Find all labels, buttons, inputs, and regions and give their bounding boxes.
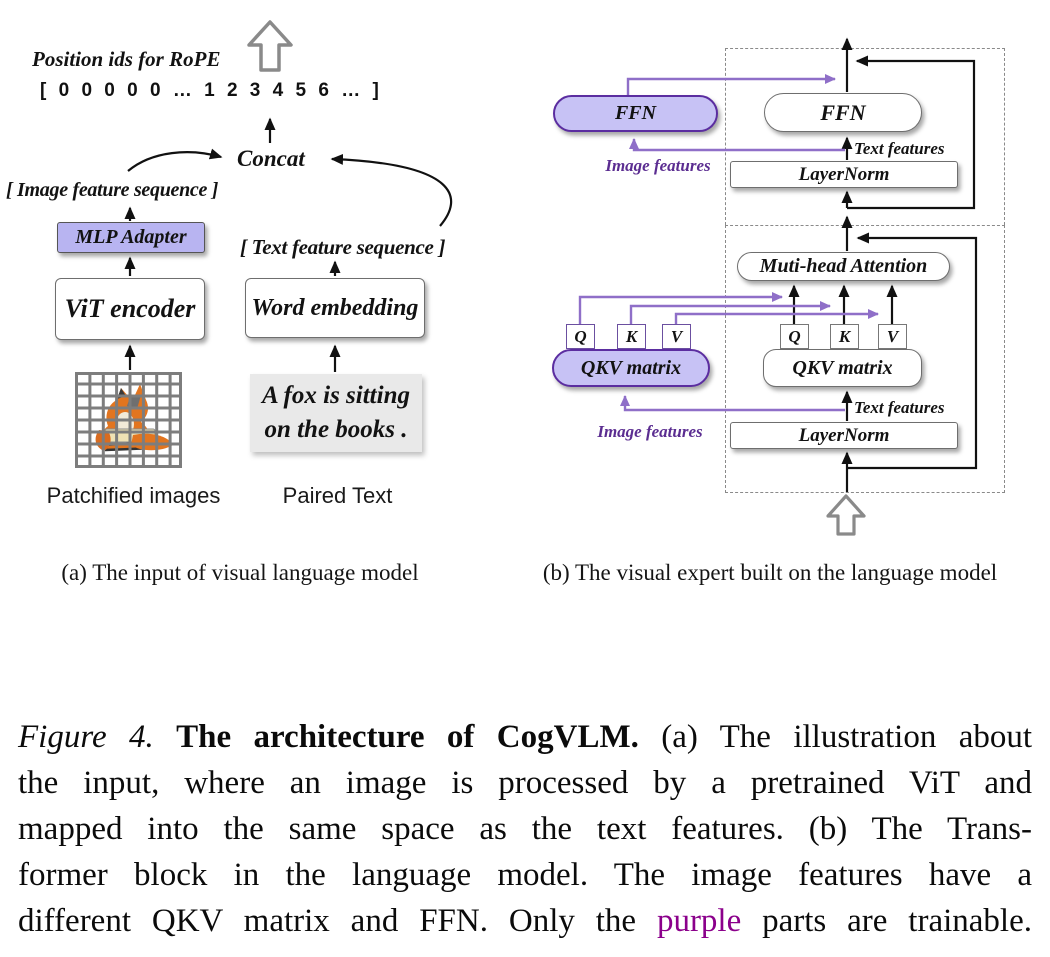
block-arrow-up-icon xyxy=(247,20,293,72)
figure-caption-segment: former block in the language model. The … xyxy=(18,857,1032,893)
k-box-image: K xyxy=(617,324,646,349)
image-feature-sequence-label: [ Image feature sequence ] xyxy=(6,179,219,201)
v-box-text: V xyxy=(878,324,907,349)
qkv-matrix-text-box: QKV matrix xyxy=(763,349,922,387)
position-ids-label: Position ids for RoPE xyxy=(32,47,221,71)
text-feature-sequence-label: [ Text feature sequence ] xyxy=(240,235,446,259)
sample-text-line1: A fox is sitting xyxy=(262,382,410,409)
q-box-text: Q xyxy=(780,324,809,349)
qkv-matrix-image-box: QKV matrix xyxy=(552,349,710,387)
q-box-image: Q xyxy=(566,324,595,349)
vit-encoder-box: ViT encoder xyxy=(55,278,205,340)
figure-caption-segment: parts are trainable. xyxy=(741,903,1032,939)
figure-caption-segment: different QKV matrix and FFN. Only the xyxy=(18,903,657,939)
patchified-images-label: Patchified images xyxy=(46,483,221,508)
figure-caption-line: mapped into the same space as the text f… xyxy=(18,806,1032,852)
figure-caption-segment: (a) The illustration about xyxy=(638,719,1033,755)
figure-caption-segment: The architecture of CogVLM. xyxy=(176,719,639,755)
image-features-label-top: Image features xyxy=(605,156,711,175)
caption-a: (a) The input of visual language model xyxy=(61,560,419,585)
layernorm-bottom-box: LayerNorm xyxy=(730,422,958,449)
v-box-image: V xyxy=(662,324,691,349)
text-features-label-bottom: Text features xyxy=(854,398,945,417)
sample-text-box: A fox is sitting on the books . xyxy=(250,374,422,452)
figure-caption: Figure 4. The architecture of CogVLM. (a… xyxy=(18,714,1032,944)
caption-b: (b) The visual expert built on the langu… xyxy=(542,560,998,585)
image-features-label-bottom: Image features xyxy=(597,422,703,441)
figure-caption-segment: the input, where an image is processed b… xyxy=(18,765,1032,801)
arrow-image-seq-to-concat xyxy=(127,148,223,172)
word-embedding-box: Word embedding xyxy=(245,278,425,338)
arrow-text-seq-to-concat xyxy=(330,153,453,227)
figure-caption-line: the input, where an image is processed b… xyxy=(18,760,1032,806)
k-box-text: K xyxy=(830,324,859,349)
figure-caption-segment: purple xyxy=(656,903,742,939)
figure-caption-segment: Figure 4. xyxy=(18,719,177,755)
figure-caption-segment: mapped into the same space as the text f… xyxy=(18,811,1032,847)
ffn-text-box: FFN xyxy=(764,93,922,132)
patchified-image xyxy=(75,372,182,468)
ffn-image-box: FFN xyxy=(553,95,718,132)
transformer-attention-subblock xyxy=(725,225,1005,493)
attention-box: Muti-head Attention xyxy=(737,252,950,281)
mlp-adapter-box: MLP Adapter xyxy=(57,222,205,253)
text-features-label-top: Text features xyxy=(854,139,945,158)
concat-label: Concat xyxy=(237,146,305,171)
block-arrow-up-input-icon xyxy=(826,494,866,536)
figure-caption-line: different QKV matrix and FFN. Only the p… xyxy=(18,898,1032,944)
patch-grid xyxy=(75,372,182,468)
position-ids-sequence: [ 0 0 0 0 0 … 1 2 3 4 5 6 … ] xyxy=(40,80,380,101)
layernorm-top-box: LayerNorm xyxy=(730,161,958,188)
paired-text-label: Paired Text xyxy=(282,483,393,508)
figure-caption-line: Figure 4. The architecture of CogVLM. (a… xyxy=(18,714,1032,760)
sample-text-line2: on the books . xyxy=(264,416,408,443)
figure-caption-line: former block in the language model. The … xyxy=(18,852,1032,898)
transformer-ffn-subblock xyxy=(725,48,1005,225)
